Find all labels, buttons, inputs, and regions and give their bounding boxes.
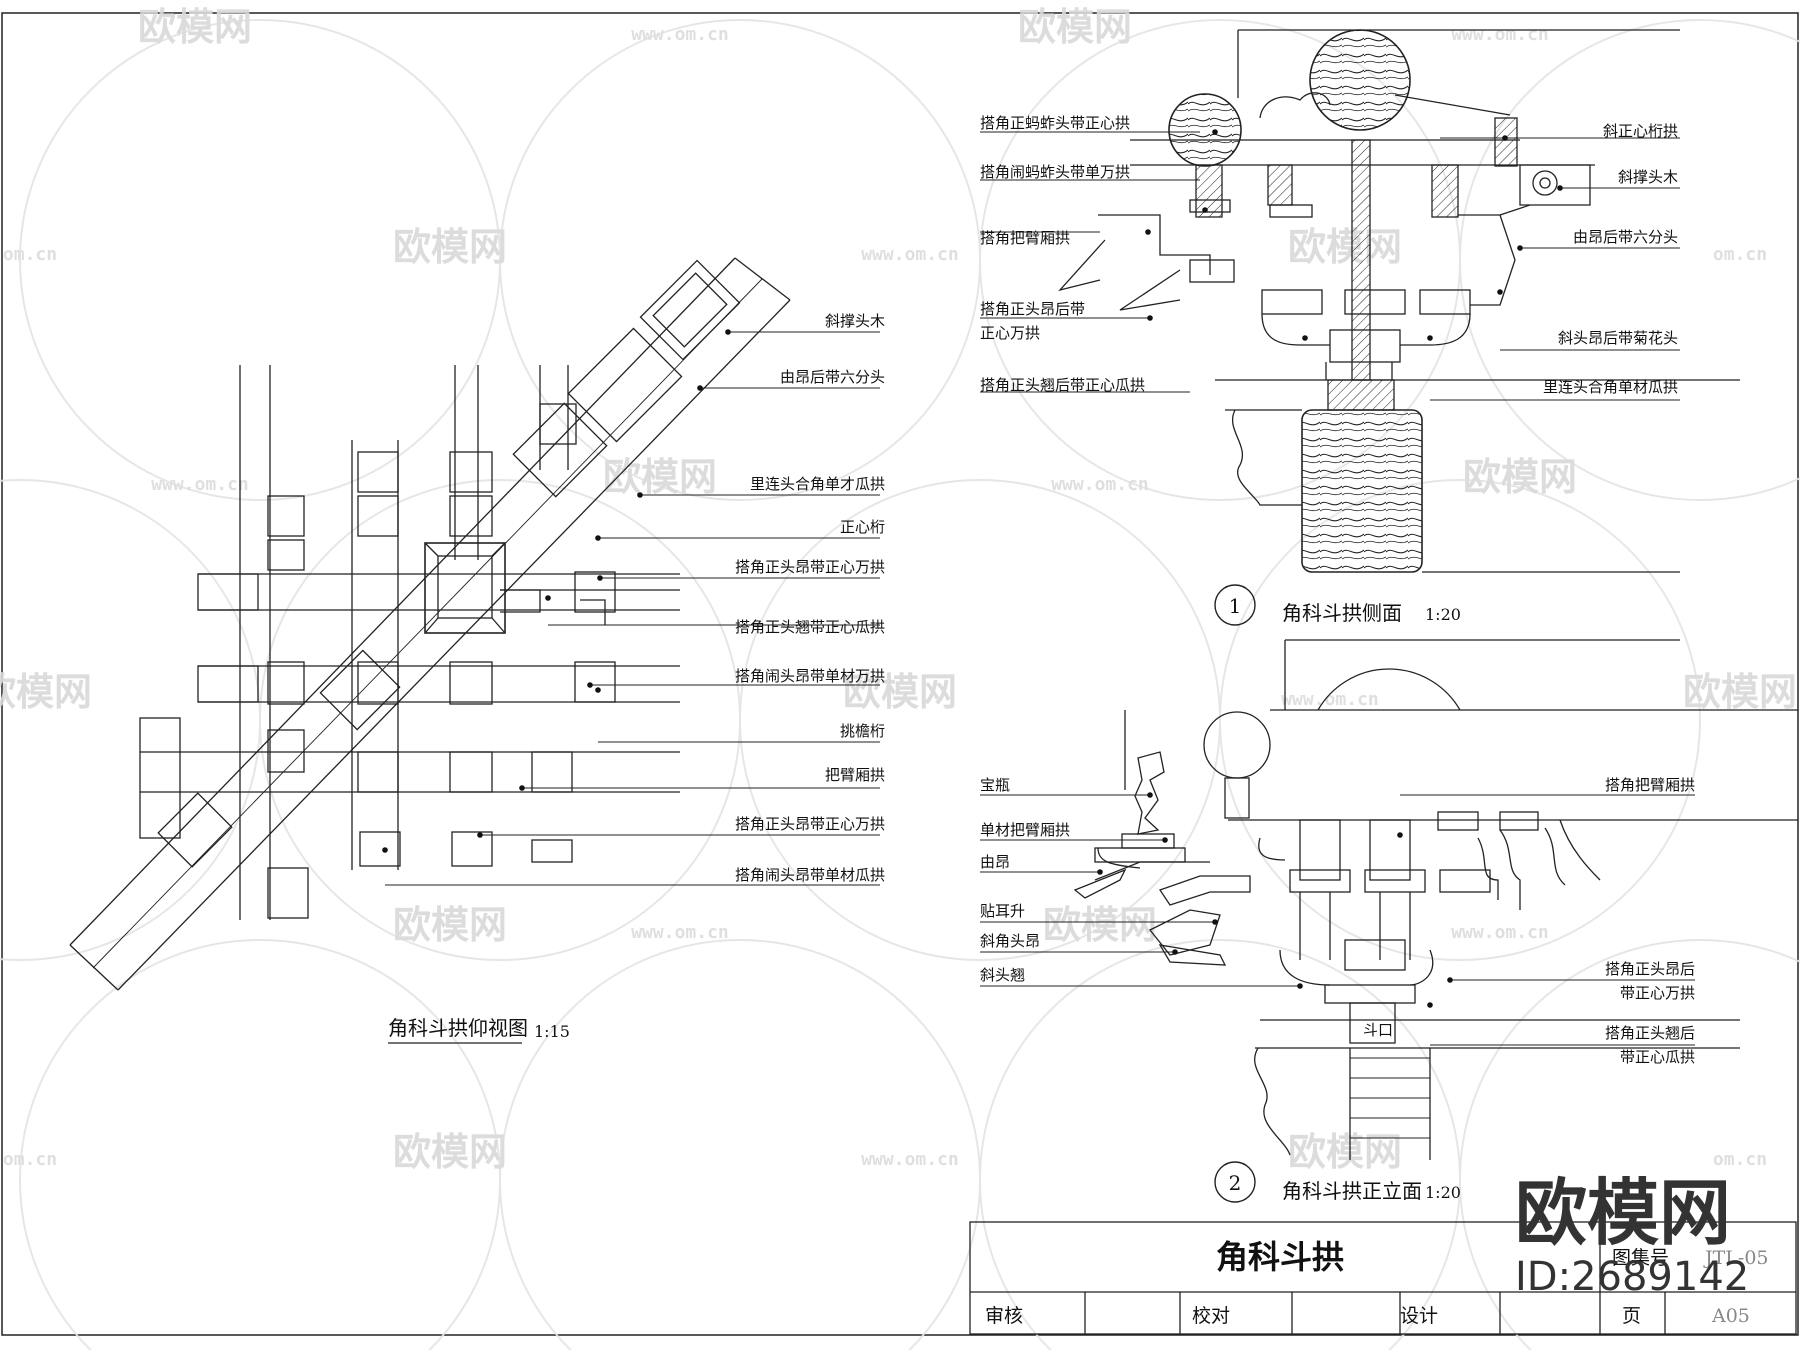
plan-labels: 斜撑头木 由昂后带六分头 里连头合角单才瓜拱 正心桁 搭角正头昂带正心万拱 搭角… bbox=[735, 312, 885, 884]
front-center-label: 斗口 bbox=[1363, 1021, 1393, 1039]
plan-label: 搭角闹头昂带单材瓜拱 bbox=[735, 866, 885, 884]
front-label-right: 搭角正头昂后 bbox=[1605, 960, 1695, 978]
front-label-right: 搭角把臂厢拱 bbox=[1605, 776, 1695, 794]
plan-label: 搭角正头翘带正心瓜拱 bbox=[735, 618, 885, 636]
watermark-brand: 欧模网 bbox=[138, 5, 252, 49]
watermark-brand: 欧模网 bbox=[1043, 903, 1157, 947]
watermark-brand: 欧模网 bbox=[0, 670, 92, 714]
side-label-left: 搭角正头翘后带正心瓜拱 bbox=[980, 376, 1145, 394]
watermark-brand: 欧模网 bbox=[1288, 1130, 1402, 1174]
plan-label: 把臂厢拱 bbox=[825, 766, 885, 784]
watermark-url: www.om.cn bbox=[861, 244, 959, 265]
plan-label: 正心桁 bbox=[840, 518, 885, 536]
watermark-url: www.om.cn bbox=[151, 474, 249, 495]
side-label-left: 搭角正蚂蚱头带正心拱 bbox=[980, 114, 1130, 132]
side-label-right: 里连头合角单材瓜拱 bbox=[1543, 378, 1678, 396]
side-label-left: 正心万拱 bbox=[980, 324, 1040, 342]
side-labels: 搭角正蚂蚱头带正心拱 搭角闹蚂蚱头带单万拱 搭角把臂厢拱 搭角正头昂后带 正心万… bbox=[980, 114, 1678, 396]
front-view-number: 2 bbox=[1229, 1171, 1242, 1195]
check-label: 校对 bbox=[1192, 1305, 1230, 1327]
watermark-url: www.om.cn bbox=[1281, 689, 1379, 710]
watermark-brand: 欧模网 bbox=[393, 225, 507, 269]
brand-id-text: ID:2689142 bbox=[1515, 1254, 1749, 1300]
plan-title: 角科斗拱仰视图 bbox=[388, 1016, 528, 1040]
brand-logo-text: 欧模网 bbox=[1515, 1171, 1731, 1255]
side-section bbox=[980, 29, 1740, 573]
side-label-right: 斜头昂后带菊花头 bbox=[1558, 329, 1678, 347]
side-label-right: 斜正心桁拱 bbox=[1603, 122, 1678, 140]
plan-label: 搭角闹头昂带单材万拱 bbox=[735, 667, 885, 685]
front-label-left: 宝瓶 bbox=[980, 776, 1010, 794]
front-label-right: 带正心万拱 bbox=[1620, 984, 1695, 1002]
front-label-left: 斜头翘 bbox=[980, 966, 1025, 984]
side-label-left: 搭角闹蚂蚱头带单万拱 bbox=[980, 163, 1130, 181]
watermark-url: om.cn bbox=[3, 244, 57, 265]
front-scale: 1:20 bbox=[1425, 1183, 1461, 1202]
side-view-marker bbox=[1214, 584, 1256, 626]
front-elevation bbox=[980, 639, 1798, 1160]
plan-label: 斜撑头木 bbox=[825, 312, 885, 330]
watermark-url: www.om.cn bbox=[1051, 474, 1149, 495]
front-title: 角科斗拱正立面 bbox=[1282, 1179, 1422, 1203]
watermark-url: om.cn bbox=[3, 1149, 57, 1170]
plan-label: 挑檐桁 bbox=[840, 722, 885, 740]
plan-label: 由昂后带六分头 bbox=[780, 368, 885, 386]
page-label: 页 bbox=[1622, 1305, 1641, 1327]
plan-label: 里连头合角单才瓜拱 bbox=[750, 475, 885, 493]
design-label: 设计 bbox=[1400, 1305, 1438, 1327]
front-labels: 宝瓶 单材把臂厢拱 由昂 贴耳升 斜角头昂 斜头翘 搭角把臂厢拱 搭角正头昂后 … bbox=[980, 776, 1695, 1066]
front-label-left: 斜角头昂 bbox=[980, 932, 1040, 950]
watermark-url: www.om.cn bbox=[631, 24, 729, 45]
watermark-url: www.om.cn bbox=[631, 922, 729, 943]
front-label-left: 由昂 bbox=[980, 853, 1010, 871]
plan-view bbox=[69, 257, 880, 991]
watermark-brand: 欧模网 bbox=[393, 903, 507, 947]
watermark-url: www.om.cn bbox=[1451, 922, 1549, 943]
page-value: A05 bbox=[1711, 1305, 1750, 1327]
side-view-number: 1 bbox=[1229, 594, 1242, 618]
watermark-url: om.cn bbox=[1713, 1149, 1767, 1170]
review-label: 审核 bbox=[985, 1305, 1023, 1327]
plan-scale: 1:15 bbox=[534, 1022, 570, 1041]
side-scale: 1:20 bbox=[1425, 605, 1461, 624]
front-view-marker bbox=[1214, 1161, 1256, 1203]
side-label-left: 搭角把臂厢拱 bbox=[980, 229, 1070, 247]
front-label-right: 带正心瓜拱 bbox=[1620, 1048, 1695, 1066]
plan-label: 搭角正头昂带正心万拱 bbox=[735, 815, 885, 833]
side-label-right: 由昂后带六分头 bbox=[1573, 228, 1678, 246]
watermark-brand: 欧模网 bbox=[1463, 455, 1577, 499]
watermark-url: www.om.cn bbox=[1451, 24, 1549, 45]
sheet-frame bbox=[1, 12, 1799, 1336]
front-label-left: 单材把臂厢拱 bbox=[980, 821, 1070, 839]
atlas-value: JTL-05 bbox=[1703, 1247, 1769, 1269]
watermark-url: om.cn bbox=[1713, 244, 1767, 265]
side-label-right: 斜撑头木 bbox=[1618, 168, 1678, 186]
title-block bbox=[969, 1221, 1797, 1335]
watermark-brand: 欧模网 bbox=[1288, 225, 1402, 269]
front-label-left: 贴耳升 bbox=[980, 902, 1025, 920]
drawing-name: 角科斗拱 bbox=[1216, 1238, 1344, 1276]
watermark-brand: 欧模网 bbox=[843, 670, 957, 714]
front-label-right: 搭角正头翘后 bbox=[1605, 1024, 1695, 1042]
side-title: 角科斗拱侧面 bbox=[1282, 601, 1402, 625]
atlas-label: 图集号 bbox=[1612, 1247, 1669, 1269]
watermark-brand: 欧模网 bbox=[1018, 5, 1132, 49]
plan-label: 搭角正头昂带正心万拱 bbox=[735, 558, 885, 576]
watermark-brand: 欧模网 bbox=[603, 455, 717, 499]
side-label-left: 搭角正头昂后带 bbox=[980, 300, 1085, 318]
watermark-brand: 欧模网 bbox=[393, 1130, 507, 1174]
watermark-url: www.om.cn bbox=[861, 1149, 959, 1170]
watermark-brand: 欧模网 bbox=[1683, 670, 1797, 714]
